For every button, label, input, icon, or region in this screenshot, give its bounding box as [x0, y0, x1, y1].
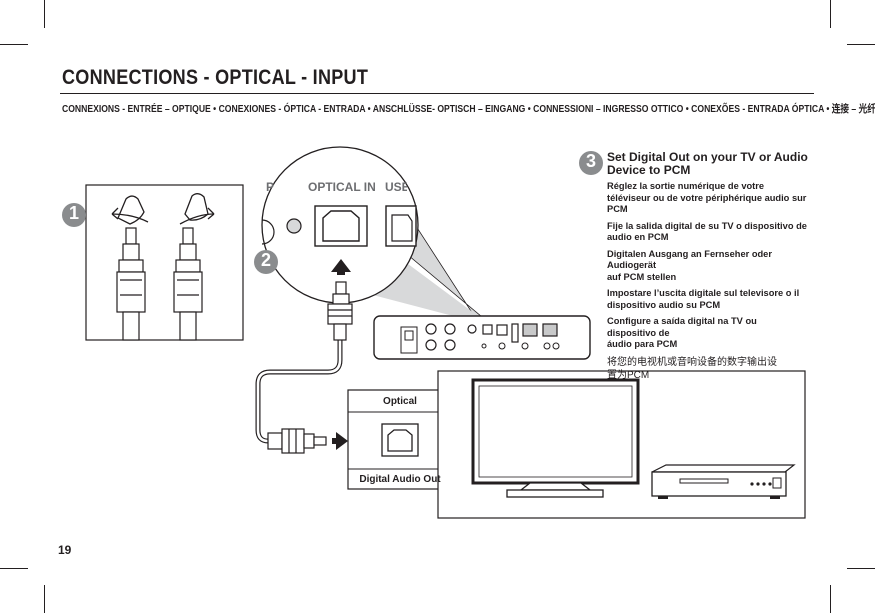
panel-remove-rca-plugs [85, 184, 244, 341]
page-number: 19 [58, 543, 72, 557]
rca-cap-icon [117, 195, 145, 225]
crop-mark [0, 568, 28, 569]
step-badge [579, 151, 603, 175]
step-badge-label: 1 [68, 203, 79, 223]
tv-icon [471, 378, 640, 498]
rca-plug-icon [116, 227, 146, 341]
port-label-optical-in: OPTICAL IN [308, 180, 376, 194]
instruction-german: Digitalen Ausgang an Fernseher oder Audi… [607, 248, 772, 282]
title-rule [60, 93, 814, 94]
step-badge-label: 2 [260, 250, 271, 270]
zoom-circle-optical-port [261, 146, 419, 304]
source-optical-port-box [347, 389, 453, 490]
step-badge [254, 250, 278, 274]
crop-mark [847, 568, 875, 569]
instruction-french: Réglez la sortie numérique de votre télé… [607, 181, 807, 214]
instruction-spanish: Fije la salida digital de su TV o dispos… [607, 220, 807, 243]
page-subtitle: CONNEXIONS - ENTRÉE – OPTIQUE • CONEXION… [62, 103, 875, 115]
optical-port-icon [387, 429, 413, 452]
crop-mark [830, 0, 831, 28]
crop-mark [44, 0, 45, 28]
usb-port-icon [391, 214, 413, 242]
media-player-icon [651, 464, 796, 499]
rca-plug-icon [173, 227, 203, 341]
step3-instructions: Réglez la sortie numérique de votre télé… [607, 181, 807, 387]
right-arrow-icon [336, 432, 348, 450]
crop-mark [0, 44, 28, 45]
curved-arrow-icon [111, 213, 149, 223]
optical-plug-icon [267, 428, 327, 454]
port-label-usb: USE [385, 180, 407, 194]
source-port-bottom-label: Digital Audio Out [359, 474, 441, 485]
page-title: CONNECTIONS - OPTICAL - INPUT [62, 66, 369, 89]
step-badge [62, 203, 86, 227]
crop-mark [847, 44, 875, 45]
crop-mark [830, 585, 831, 613]
device-rear-panel [373, 315, 591, 360]
curved-arrow-icon [179, 213, 215, 225]
port-label-partial: P [266, 180, 275, 194]
instruction-italian: Impostare l’uscita digitale sul televiso… [607, 288, 800, 310]
up-arrow-icon [331, 259, 351, 272]
tv-and-player-panel [437, 370, 806, 519]
optical-plug-icon [327, 281, 353, 341]
step-badge-label: 3 [585, 151, 596, 171]
step3-heading: Set Digital Out on your TV or Audio Devi… [607, 150, 808, 177]
source-port-top-label: Optical [383, 396, 417, 407]
crop-mark [44, 585, 45, 613]
instruction-chinese: 将您的电视机或音响设备的数字输出设 置为PCM [607, 356, 777, 381]
optical-cable [255, 281, 353, 454]
instruction-portuguese: Configure a saída digital na TV ou dispo… [607, 316, 757, 349]
optical-port-icon [322, 210, 360, 242]
rca-cap-icon [184, 193, 209, 221]
